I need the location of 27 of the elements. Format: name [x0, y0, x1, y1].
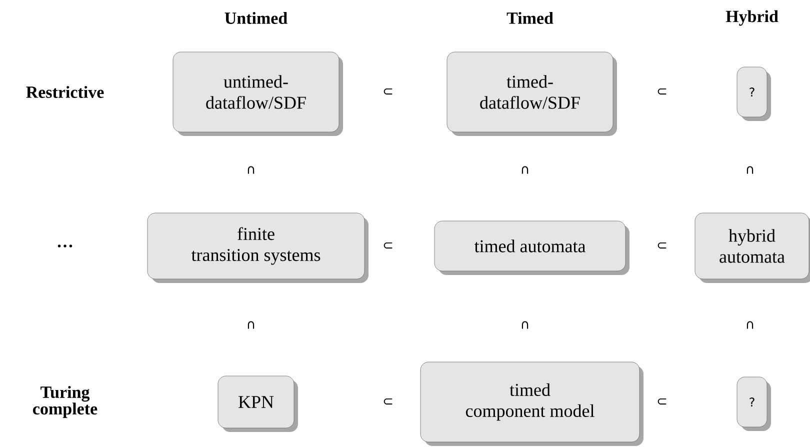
model-box: finite transition systems — [147, 212, 368, 283]
row-heading: … — [58, 244, 72, 248]
column-heading: Untimed — [224, 12, 288, 24]
relation-symbol: ⊂ — [384, 398, 392, 405]
model-box: ? — [736, 376, 771, 431]
row-heading: Turing complete — [33, 386, 98, 418]
relation-symbol: ⊂ — [384, 88, 392, 94]
relation-symbol: ⊂ — [658, 242, 666, 249]
relation-symbol: ⊂ — [658, 398, 666, 405]
model-box: timed-dataflow/SDF — [446, 52, 617, 136]
column-heading: Timed — [506, 12, 554, 24]
relation-symbol: ⊂ — [384, 242, 392, 249]
relation-symbol: ∩ — [248, 166, 254, 174]
model-box: untimed-dataflow/SDF — [172, 52, 343, 136]
relation-symbol: ∩ — [746, 166, 754, 174]
relation-symbol: ∩ — [746, 321, 754, 329]
row-heading: Restrictive — [26, 86, 104, 98]
model-box: ? — [736, 66, 771, 121]
relation-symbol: ∩ — [248, 321, 254, 329]
column-heading: Hybrid — [726, 10, 778, 26]
model-box: hybrid automata — [694, 212, 810, 283]
relation-symbol: ∩ — [522, 166, 528, 174]
relation-symbol: ∩ — [522, 321, 528, 329]
model-box: timed component model — [420, 362, 644, 446]
model-box: KPN — [218, 376, 298, 432]
relation-symbol: ⊂ — [658, 88, 666, 94]
model-box: timed automata — [434, 220, 630, 275]
